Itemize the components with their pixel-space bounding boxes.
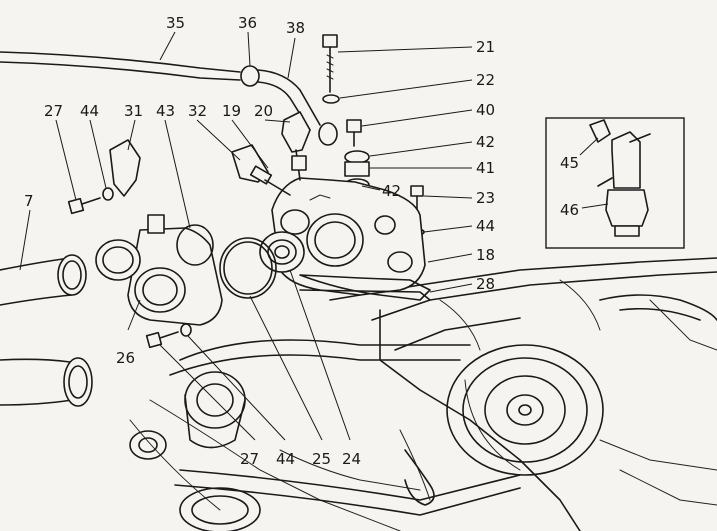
gasket-28: [299, 274, 431, 301]
callout-40: 40: [476, 101, 495, 119]
idler-pulley: [184, 371, 246, 449]
callout-20: 20: [254, 102, 273, 120]
washer-44-lower: [180, 323, 192, 337]
callout-26: 26: [116, 349, 135, 367]
lower-left-pulley: [129, 430, 167, 460]
callout-27-upper: 27: [44, 102, 63, 120]
bolt-27-upper: [67, 197, 101, 215]
callout-19: 19: [222, 102, 241, 120]
callout-43: 43: [156, 102, 175, 120]
gasket-43: [176, 224, 214, 266]
outlet-housing-43: [95, 214, 223, 326]
callout-24: 24: [342, 450, 361, 468]
water-pump-pulley: [446, 344, 604, 476]
callout-32: 32: [188, 102, 207, 120]
leader-lines: [19, 31, 609, 441]
callout-21: 21: [476, 38, 495, 56]
callout-44-lower: 44: [276, 450, 295, 468]
crank-pulley: [179, 487, 261, 531]
callout-31: 31: [124, 102, 143, 120]
callout-36: 36: [238, 14, 257, 32]
temperature-switch-19: [231, 144, 291, 196]
callout-27-lower: 27: [240, 450, 259, 468]
callout-45: 45: [560, 154, 579, 172]
callout-35: 35: [166, 14, 185, 32]
drive-belt: [169, 339, 521, 516]
callout-25: 25: [312, 450, 331, 468]
washer-44-upper: [102, 187, 114, 201]
clamp-lever: [404, 449, 435, 506]
callout-28: 28: [476, 275, 495, 293]
callout-labels: 35 36 38 21 22 40 42 41 42 23 44 18 28 2…: [24, 14, 579, 468]
callout-22: 22: [476, 71, 495, 89]
washer-22: [322, 94, 340, 104]
callout-18: 18: [476, 246, 495, 264]
coolant-hose-7: [0, 254, 93, 407]
thermostat-housing: [271, 177, 431, 301]
callout-41: 41: [476, 159, 495, 177]
callout-42-lower: 42: [382, 182, 401, 200]
callout-44-upper: 44: [80, 102, 99, 120]
callout-23: 23: [476, 189, 495, 207]
callout-44-right: 44: [476, 217, 495, 235]
bolt-27-lower: [145, 331, 179, 349]
callout-42-upper: 42: [476, 133, 495, 151]
bolt-21: [322, 34, 338, 93]
inset-detail-box: [545, 117, 685, 249]
callout-7: 7: [24, 192, 34, 210]
callout-46: 46: [560, 201, 579, 219]
bracket-31: [109, 139, 141, 197]
temperature-sender-20: [281, 111, 311, 181]
callout-38: 38: [286, 19, 305, 37]
banjo-bolt-40: [346, 119, 362, 147]
vent-hose: [0, 51, 338, 146]
o-ring-25: [219, 237, 277, 299]
o-ring-25-inner: [223, 241, 273, 295]
union-41: [344, 161, 370, 177]
